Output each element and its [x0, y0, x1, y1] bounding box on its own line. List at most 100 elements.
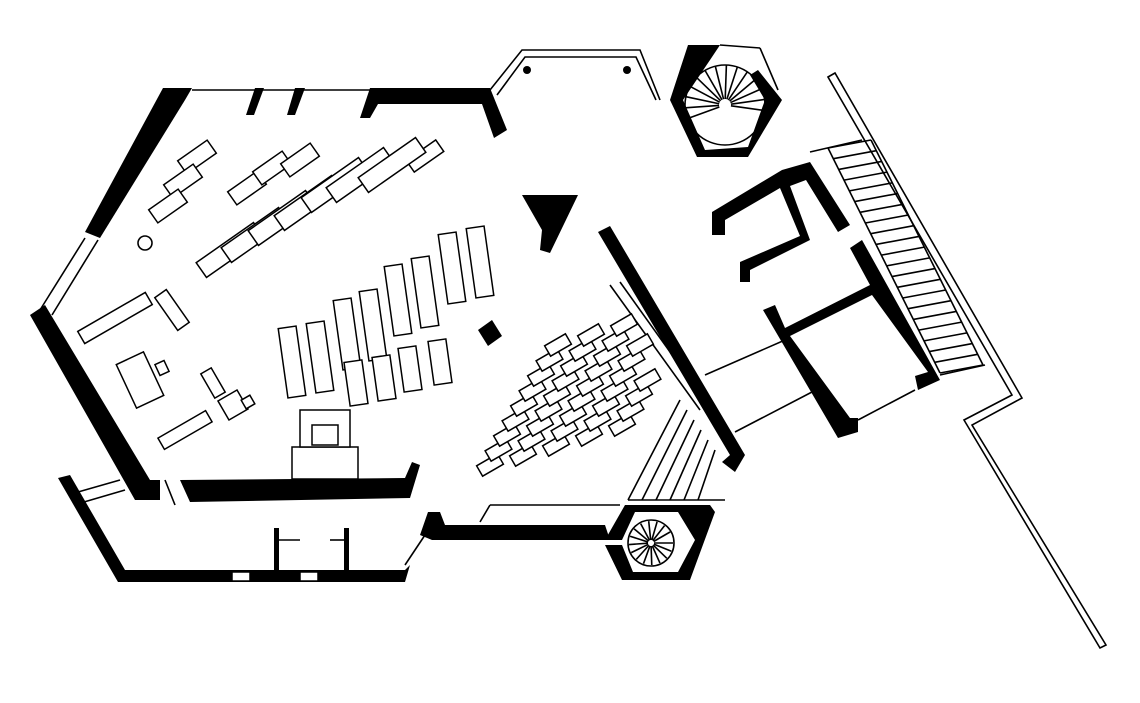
- pew-seat: [583, 407, 612, 433]
- spiral-tread: [647, 521, 652, 541]
- window-west-inner: [51, 239, 99, 316]
- pew-seat: [517, 427, 546, 453]
- stair-tread: [854, 192, 898, 203]
- spiral-stair-south-treads: [628, 521, 673, 566]
- bench-south: [156, 409, 214, 451]
- pew-seat: [475, 452, 505, 478]
- pew-seat: [508, 442, 538, 468]
- spiral-tread: [650, 545, 653, 566]
- spiral-tread: [633, 528, 650, 542]
- spiral-tread: [729, 78, 757, 102]
- stair-tread: [838, 160, 882, 171]
- pew-seat: [601, 327, 630, 353]
- pew-seat: [492, 422, 522, 448]
- corridor-line-2: [734, 391, 813, 433]
- wall-south-east: [420, 512, 610, 540]
- pew: [465, 225, 495, 299]
- stair-edge-upper: [809, 139, 863, 153]
- spiral-tread: [653, 531, 671, 543]
- main-stairs: [827, 139, 984, 374]
- spiral-tread: [730, 105, 765, 112]
- stool: [240, 394, 256, 410]
- pew: [279, 142, 321, 178]
- pew-seat: [624, 382, 654, 408]
- pews: [147, 136, 662, 478]
- furniture-west: [76, 288, 256, 451]
- stair-tread: [833, 149, 877, 160]
- pew-seat: [526, 362, 556, 388]
- spiral-tread: [653, 543, 672, 552]
- wall-south-opening: [164, 479, 176, 506]
- spiral-stair-north: [684, 64, 766, 146]
- corridor-line-1: [704, 339, 786, 376]
- pew-seat: [574, 422, 604, 448]
- pew: [427, 338, 453, 386]
- pew: [397, 345, 423, 393]
- pew: [343, 359, 369, 407]
- pew-seat: [543, 332, 573, 358]
- tower-north-top: [719, 44, 761, 49]
- sacristy-bench-return: [153, 288, 191, 332]
- step-south: [479, 504, 491, 523]
- stair-edge-lower: [939, 364, 986, 376]
- pew-seat: [542, 382, 572, 408]
- pew: [410, 255, 440, 329]
- room-wall-upper: [712, 162, 850, 282]
- room-wall-lower: [763, 240, 940, 438]
- wall-north-east: [360, 88, 507, 138]
- spiral-tread: [704, 69, 723, 101]
- stair-stringer: [870, 139, 984, 366]
- stair-tread: [886, 257, 930, 267]
- table: [115, 350, 165, 410]
- sacristy-bench: [76, 291, 154, 345]
- spiral-tread: [726, 66, 739, 100]
- pew: [176, 139, 218, 175]
- pew: [437, 231, 467, 305]
- pew-seat: [609, 312, 639, 338]
- pew-seat: [567, 387, 596, 413]
- spiral-tread: [652, 544, 668, 559]
- altar-block: [522, 195, 578, 253]
- spiral-tread: [724, 64, 728, 100]
- pew-seat: [484, 437, 513, 463]
- pew: [357, 136, 427, 194]
- pew-seat: [576, 322, 606, 348]
- spiral-tread: [687, 106, 720, 120]
- ramp-wall: [826, 71, 1108, 650]
- stair-tread: [881, 246, 925, 256]
- pew-seat: [625, 332, 655, 358]
- stair-tread: [865, 214, 909, 224]
- stair-tread: [907, 299, 952, 310]
- wall-southwest: [30, 305, 160, 500]
- pew-seat: [525, 412, 555, 438]
- step: [683, 439, 709, 501]
- east-partition: [609, 284, 701, 411]
- stair-tread: [918, 321, 962, 331]
- stair-tread: [929, 342, 973, 353]
- annex-door-jamb-2: [344, 528, 349, 570]
- wall-north-pier-1: [246, 88, 264, 115]
- pew: [332, 297, 362, 371]
- stair-tread: [913, 310, 957, 321]
- pew-seat: [509, 392, 539, 418]
- pew-seat: [550, 417, 579, 443]
- entrance-wall-inner: [496, 56, 657, 101]
- step: [697, 449, 716, 501]
- spiral-tread: [639, 523, 651, 541]
- annex-door-jamb-1: [274, 528, 279, 570]
- spiral-outline: [684, 64, 766, 146]
- chair: [153, 359, 171, 377]
- window-west: [39, 237, 86, 311]
- pew-seat: [633, 367, 662, 393]
- room-window: [857, 389, 916, 421]
- spiral-tread: [685, 104, 720, 109]
- column-2: [623, 66, 631, 74]
- annex-east: [404, 534, 426, 566]
- spiral-tread: [730, 98, 765, 105]
- pew: [305, 320, 335, 394]
- step: [669, 429, 702, 501]
- spiral-tread: [652, 525, 666, 542]
- spiral-tread: [651, 545, 661, 564]
- stair-tread: [875, 235, 920, 246]
